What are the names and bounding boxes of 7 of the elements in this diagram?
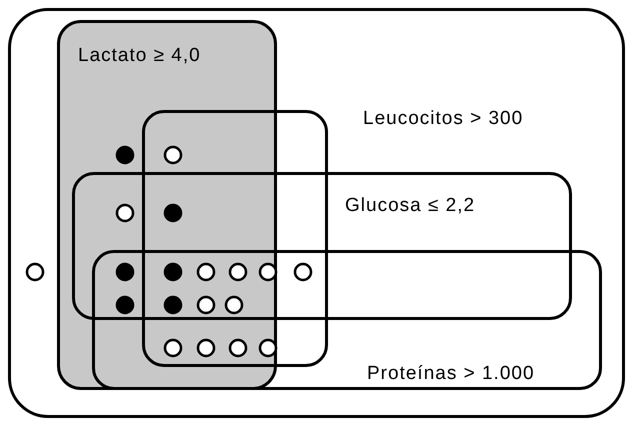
outer-frame — [8, 8, 625, 418]
set-box — [92, 250, 602, 390]
set-label: Lactato ≥ 4,0 — [78, 45, 201, 67]
set-label: Proteínas > 1.000 — [367, 363, 535, 385]
set-label: Leucocitos > 300 — [363, 108, 524, 130]
set-box — [72, 172, 572, 320]
set-label: Glucosa ≤ 2,2 — [345, 195, 476, 217]
